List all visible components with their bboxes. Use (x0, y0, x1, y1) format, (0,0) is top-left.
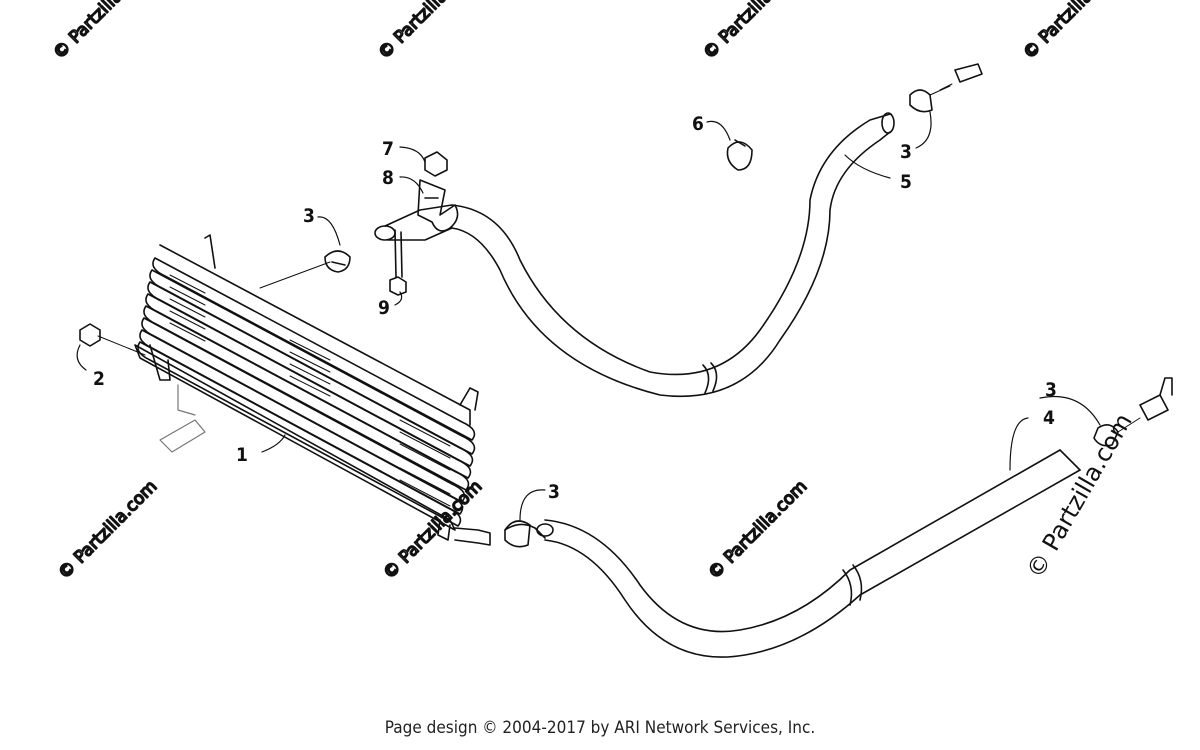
watermark: © Partzilla (1019, 0, 1096, 64)
band-clamp-part-6[interactable] (726, 139, 753, 171)
callout-8: 8 (382, 167, 394, 189)
callout-4: 4 (1043, 407, 1055, 429)
partzilla-watermark: © Partzilla.com (1021, 409, 1138, 583)
watermark: © Partzilla (374, 0, 451, 64)
callout-5: 5 (900, 171, 912, 193)
watermark-group: © Partzilla © Partzilla © Partzilla © Pa… (49, 0, 1098, 584)
hose-bracket-part-8[interactable] (417, 179, 459, 232)
callout-3: 3 (1045, 379, 1057, 401)
oil-cooler-part-1[interactable] (134, 234, 491, 546)
lower-hose-part-4[interactable] (504, 449, 1081, 658)
callout-1: 1 (236, 444, 248, 466)
lower-fitting[interactable] (1093, 377, 1173, 447)
cooler-core-hatching (169, 274, 451, 507)
callout-3: 3 (900, 141, 912, 163)
callout-6: 6 (692, 113, 704, 135)
callout-labels: 1 2 3 3 3 3 4 5 6 7 8 9 (93, 113, 1057, 503)
callout-9: 9 (378, 297, 390, 319)
callout-2: 2 (93, 368, 105, 390)
watermark: © Partzilla.com (54, 477, 161, 584)
leader-lines (76, 111, 1101, 521)
page-footer: Page design © 2004-2017 by ARI Network S… (384, 718, 816, 738)
watermark: © Partzilla.com (704, 477, 811, 584)
flange-nut-part-7[interactable] (424, 151, 448, 177)
cooler-fins (137, 257, 476, 527)
upper-fitting[interactable] (909, 63, 983, 113)
watermark: © Partzilla (49, 0, 126, 64)
hose-clamp-lower[interactable] (504, 520, 531, 548)
bolt-part-2[interactable] (79, 323, 146, 356)
hose-clamp-part-3[interactable] (259, 250, 351, 289)
upper-hose-part-5[interactable] (374, 112, 895, 398)
bolt-part-9[interactable] (389, 229, 407, 296)
callout-7: 7 (382, 138, 394, 160)
callout-3: 3 (303, 205, 315, 227)
watermark: © Partzilla (699, 0, 776, 64)
callout-3: 3 (548, 481, 560, 503)
mount-bracket (159, 384, 206, 453)
